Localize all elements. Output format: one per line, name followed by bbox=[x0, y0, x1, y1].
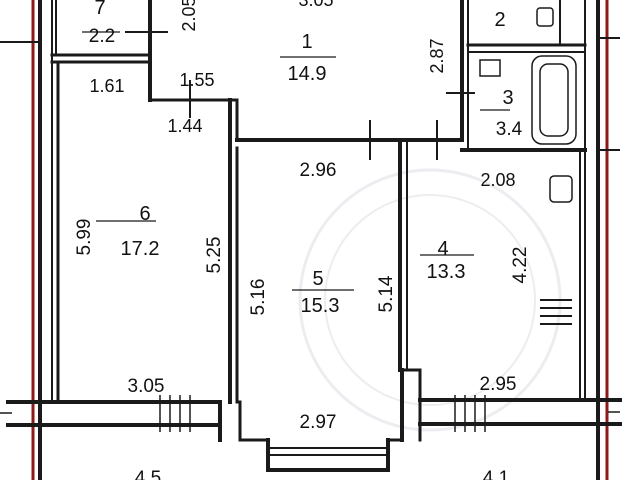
windows bbox=[0, 395, 620, 432]
dimension-5-16: 5.16 bbox=[248, 279, 269, 316]
dimension-2-96: 2.96 bbox=[300, 160, 337, 181]
toilet-icon bbox=[479, 7, 554, 77]
room-7-number: 7 bbox=[94, 0, 105, 19]
room-3-area: 3.4 bbox=[496, 119, 523, 140]
dimension-5-99: 5.99 bbox=[74, 219, 95, 256]
sink-icon bbox=[549, 175, 573, 203]
room-1-number: 1 bbox=[301, 31, 312, 53]
dimension-1-44: 1.44 bbox=[167, 116, 202, 136]
dimension-bottom-left: 4.5 bbox=[135, 468, 161, 480]
door-marks bbox=[0, 31, 620, 160]
room-3-number: 3 bbox=[502, 87, 513, 109]
room-2-number: 2 bbox=[494, 9, 505, 31]
dimension-1-61: 1.61 bbox=[89, 76, 124, 96]
dimension-5-14: 5.14 bbox=[376, 275, 397, 312]
dimension-bottom-right: 4.1 bbox=[483, 468, 509, 480]
dimension-lines bbox=[82, 31, 510, 291]
room-6-number: 6 bbox=[139, 203, 150, 225]
dimension-2-87: 2.87 bbox=[427, 38, 447, 73]
radiator-icon bbox=[540, 299, 572, 325]
room-1-area: 14.9 bbox=[288, 63, 327, 85]
dimension-2-05: 2.05 bbox=[179, 0, 199, 32]
dimension-2-95: 2.95 bbox=[480, 374, 517, 395]
dimension-top-partial: 3.05 bbox=[298, 0, 333, 10]
dimension-1-55: 1.55 bbox=[179, 70, 214, 90]
dimension-2-08: 2.08 bbox=[480, 170, 515, 190]
room-4-number: 4 bbox=[437, 238, 448, 260]
room-6-area: 17.2 bbox=[121, 238, 160, 260]
bathtub-icon bbox=[531, 55, 577, 145]
room-4-area: 13.3 bbox=[427, 261, 466, 283]
dimension-5-25: 5.25 bbox=[204, 237, 225, 274]
room-5-area: 15.3 bbox=[301, 295, 340, 317]
dimension-3-05: 3.05 bbox=[128, 376, 165, 397]
room-5-number: 5 bbox=[312, 268, 323, 290]
room-7-area: 2.2 bbox=[89, 26, 115, 47]
dimension-4-22: 4.22 bbox=[510, 247, 531, 284]
dimension-2-97: 2.97 bbox=[300, 412, 337, 433]
walls bbox=[6, 0, 622, 480]
